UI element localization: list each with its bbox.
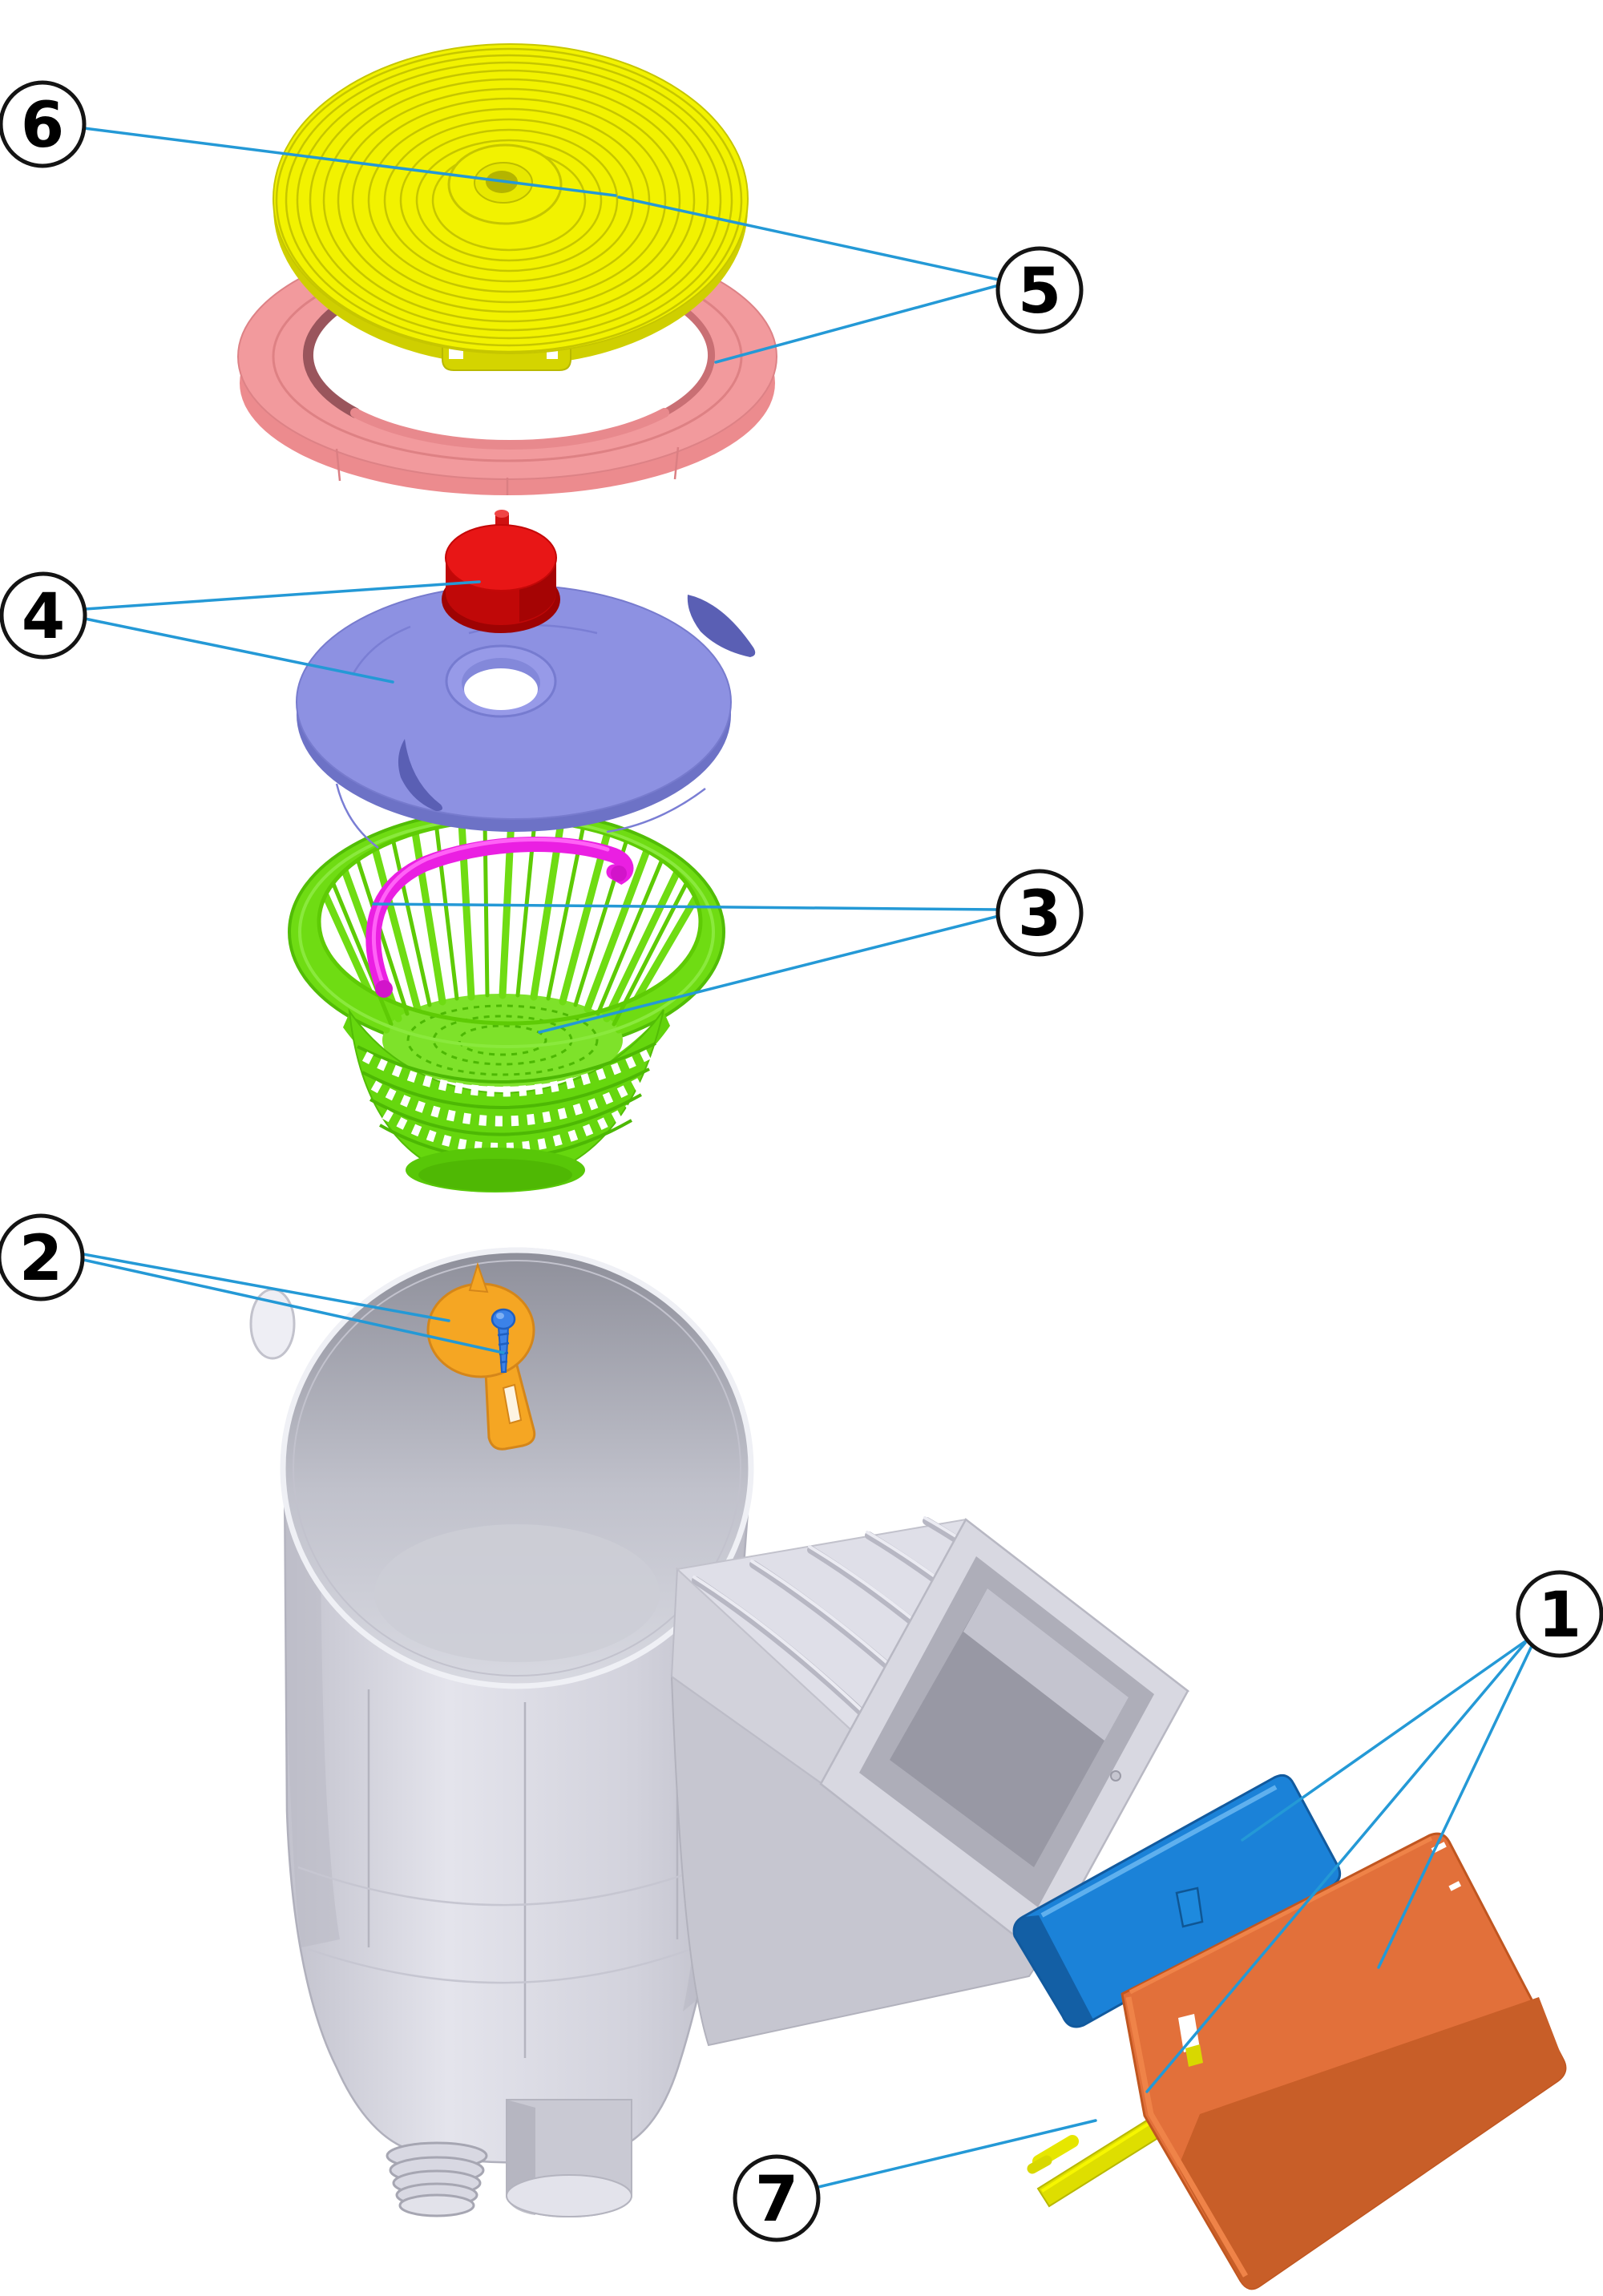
leader-6-lid [83,127,617,197]
plate-hole [464,668,538,710]
ring-inner-shadows [302,298,716,450]
callout-1-label: 1 [1538,1580,1581,1652]
callout-1-marker [1516,1570,1603,1658]
key-tbar-pin-lower [1027,2155,1052,2174]
cover-slot-key-tip [1185,2044,1203,2067]
callout-7-label: 7 [755,2164,798,2236]
callout-6-marker [0,80,87,168]
duct-front-face [670,1675,1044,2047]
handle-end-nub [375,980,393,998]
callout-2-marker [0,1213,85,1301]
leader-5-ring [714,284,1000,364]
plate-slot-upper [687,595,756,657]
flap-top-bevel [1040,1785,1278,1918]
callout-4-marker [0,571,87,660]
screw-head-shine [496,1313,504,1319]
lid-part [273,43,749,371]
leader-3-handle [372,902,1000,911]
throat-duct [670,1516,1190,2047]
adjuster-pointer [468,1261,489,1293]
callout-4: 4 [0,571,87,660]
cover-left-bevel [1125,1996,1249,2278]
screw-head [491,1308,516,1330]
callout-7-marker [733,2154,821,2242]
side-port-stub [249,1288,296,1360]
callout-3-marker [995,869,1084,957]
plug-top [445,524,557,591]
cover-top-bevel [1129,1836,1433,1995]
skimmer-body-part [249,1247,1190,2217]
cover-shade-lower [1178,1997,1565,2289]
callout-5-marker [995,246,1084,334]
leader-4-plug [83,580,481,611]
leader-4-plate [83,617,394,684]
callout-2-label: 2 [19,1223,63,1295]
callout-1: 1 [1516,1570,1603,1658]
leader-5-lid [617,196,1000,281]
leader-7-key [817,2119,1097,2189]
callout-5: 5 [995,246,1084,334]
basket-lower-bands [357,1042,656,1160]
cover-plate-part [1120,1832,1567,2290]
adjuster-disc [426,1282,535,1378]
weir-flap-part [1012,1773,1342,2028]
threaded-outlet [386,2141,488,2217]
drain-plug-part [442,510,560,633]
leader-2-adjuster [82,1253,450,1322]
body-shade-left [285,1475,340,1947]
duct-opening-topwall [963,1588,1129,1741]
leader-1-slot [1145,1641,1527,2093]
lid-grooves [275,47,743,353]
callout-4-label: 4 [22,581,65,653]
body-seams [297,1681,722,2058]
tank-opening-lip [280,1247,754,1689]
key-shaft-highlight [1040,2116,1161,2193]
tank-opening-step [293,1260,741,1677]
handle-highlight [372,837,610,985]
diverter-plate-part [296,584,756,849]
tank-floor [374,1524,660,1662]
frame-screw-hole [1110,1770,1121,1782]
cover-tick-2 [1448,1881,1462,1891]
callout-3-label: 3 [1018,878,1061,950]
leader-lines [82,127,1533,2189]
basket-handle [365,837,634,998]
basket-bottom-disc [418,1159,572,1191]
basket-lower-slots [361,1048,653,1154]
winter-key-part [1027,2112,1171,2208]
flap-left-shade [1014,1915,1093,2027]
callout-2: 2 [0,1213,85,1301]
callout-7: 7 [733,2154,821,2242]
leader-1-cover [1377,1644,1533,1969]
adjuster-plate-part [426,1261,536,1451]
flap-tab [1175,1886,1204,1928]
callout-3: 3 [995,869,1084,957]
basket-part [288,808,725,1192]
handle-hook-nub [611,866,627,882]
leader-3-basket [538,914,1000,1034]
plug-stem-top [495,510,509,518]
callouts: 6 5 4 3 2 1 7 [0,80,1603,2242]
ring-wall-seams [335,446,680,495]
leader-1-flap [1241,1638,1529,1842]
cover-slot [1178,2014,1200,2052]
leader-2-screw [82,1258,505,1354]
callout-6: 6 [0,80,87,168]
adjuster-slot [502,1383,523,1425]
callout-6-label: 6 [21,90,64,162]
plate-slot-lower [398,739,442,811]
key-shaft [1036,2112,1171,2208]
callout-5-label: 5 [1018,256,1061,328]
plain-outlet [506,2099,632,2217]
